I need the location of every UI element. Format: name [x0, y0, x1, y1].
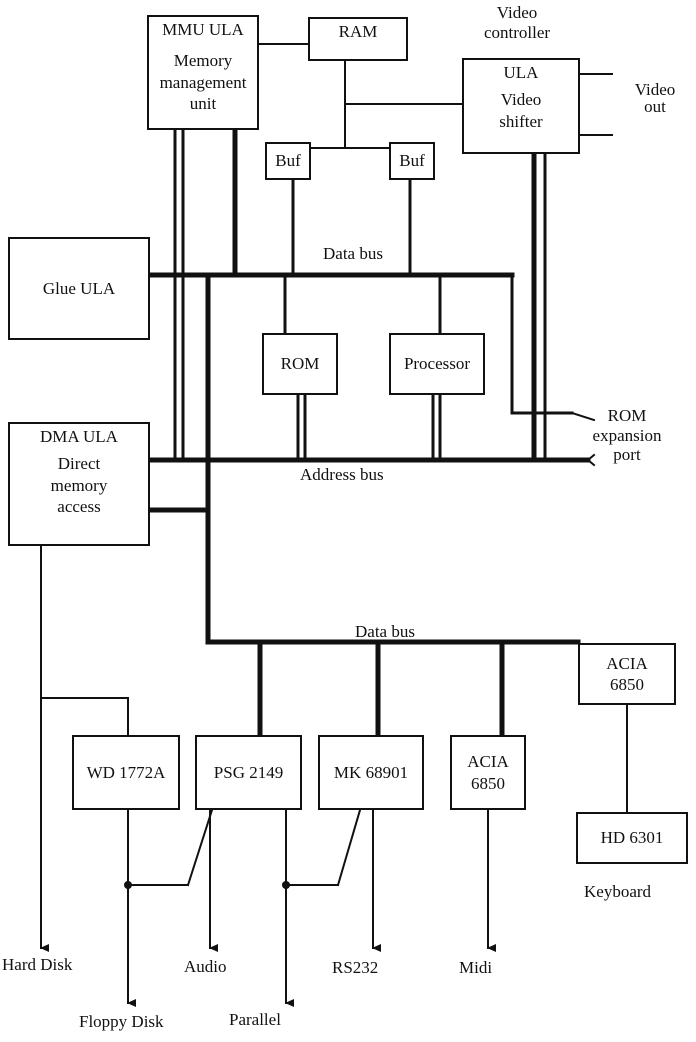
processor-title: Processor — [403, 354, 471, 374]
mk-title: MK 68901 — [333, 762, 409, 782]
mk68901-block: MK 68901 — [318, 735, 424, 810]
buf-left-title: Buf — [275, 151, 301, 171]
ram-block: RAM — [308, 17, 408, 61]
dma-line3: access — [57, 496, 101, 516]
glue-title: Glue ULA — [42, 278, 116, 298]
address-bus-label: Address bus — [300, 465, 384, 484]
rom-port-line3: port — [613, 445, 641, 465]
dma-line2: memory — [50, 475, 108, 495]
upper-data-bus-label: Data bus — [323, 244, 383, 263]
psg-title: PSG 2149 — [213, 762, 284, 782]
video-line2: shifter — [499, 111, 543, 131]
junction-parallel — [282, 881, 290, 889]
acia-kbd-line1: 6850 — [610, 675, 644, 694]
acia-keyboard-block: ACIA 6850 — [578, 643, 676, 705]
dma-line1: Direct — [57, 454, 101, 474]
wd-title: WD 1772A — [86, 762, 166, 782]
glue-ula-block: Glue ULA — [8, 237, 150, 340]
hd-title: HD 6301 — [600, 828, 664, 848]
parallel-label: Parallel — [229, 1010, 281, 1029]
video-shifter-block: ULA Video shifter — [462, 58, 580, 154]
acia-midi-block: ACIA 6850 — [450, 735, 526, 810]
mmu-line3: unit — [189, 93, 217, 113]
floppy-disk-label: Floppy Disk — [79, 1012, 164, 1031]
lower-data-bus-label: Data bus — [355, 622, 415, 641]
acia-midi-title: ACIA — [467, 752, 509, 772]
rom-port-line1: ROM — [607, 406, 647, 425]
buf-right-block: Buf — [389, 142, 435, 180]
hd6301-block: HD 6301 — [576, 812, 688, 864]
processor-block: Processor — [389, 333, 485, 395]
ram-title: RAM — [338, 22, 378, 41]
video-title: ULA — [503, 63, 539, 82]
acia-midi-line1: 6850 — [471, 773, 505, 793]
video-out-line2: out — [644, 96, 666, 116]
dma-title: DMA ULA — [40, 427, 118, 446]
mmu-title: MMU ULA — [162, 20, 244, 39]
keyboard-label: Keyboard — [584, 882, 652, 901]
midi-label: Midi — [459, 958, 493, 977]
video-line1: Video — [500, 90, 542, 110]
video-out-label: Video out — [622, 80, 688, 116]
acia-kbd-title: ACIA — [606, 653, 648, 673]
rom-block: ROM — [262, 333, 338, 395]
video-controller-line2: controller — [483, 22, 551, 42]
rom-expansion-port-label: ROM expansion port — [582, 406, 672, 465]
mmu-line2: management — [159, 72, 247, 92]
mmu-line1: Memory — [173, 51, 233, 71]
mmu-ula-block: MMU ULA Memory management unit — [147, 15, 259, 130]
wd1772a-block: WD 1772A — [72, 735, 180, 810]
buf-left-block: Buf — [265, 142, 311, 180]
video-controller-label: Video controller — [472, 3, 562, 42]
junction-floppy — [124, 881, 132, 889]
junction-rom-port — [531, 410, 537, 416]
buf-right-title: Buf — [399, 151, 425, 171]
video-out-line1: Video — [634, 80, 676, 99]
rom-port-line2: expansion — [592, 425, 662, 445]
psg2149-block: PSG 2149 — [195, 735, 302, 810]
hard-disk-label: Hard Disk — [2, 955, 73, 974]
video-controller-line1: Video — [496, 3, 538, 22]
audio-label: Audio — [184, 957, 227, 976]
rom-title: ROM — [280, 354, 320, 374]
dma-ula-block: DMA ULA Direct memory access — [8, 422, 150, 546]
rs232-label: RS232 — [332, 958, 379, 977]
